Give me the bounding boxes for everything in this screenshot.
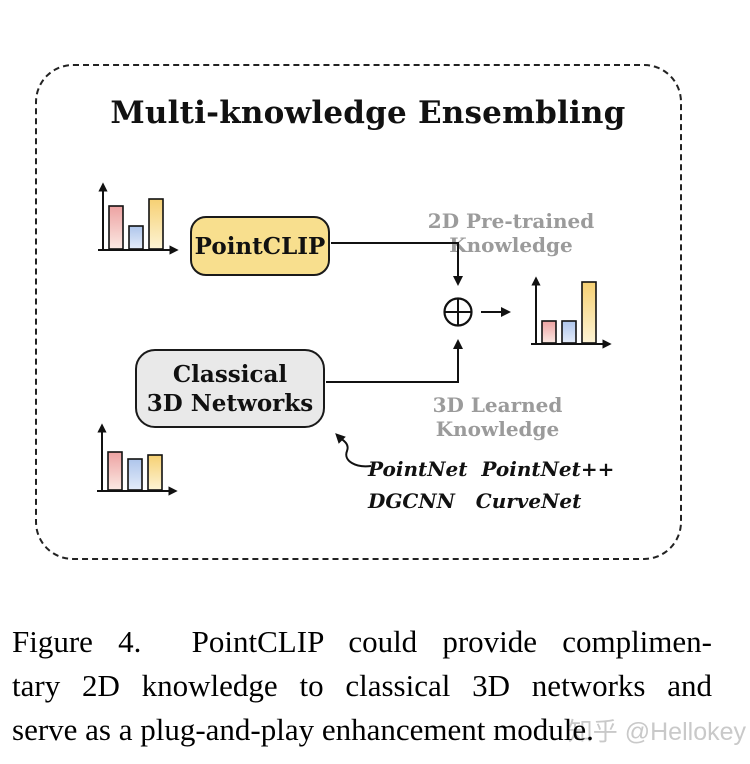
- bar-blue: [128, 225, 144, 250]
- bar-yellow: [147, 454, 163, 491]
- classical-3d-networks-node: Classical 3D Networks: [135, 349, 325, 428]
- figure-panel: [35, 64, 682, 560]
- bar-blue: [561, 320, 577, 344]
- watermark: 知乎 @Hellokey: [567, 718, 746, 746]
- classical-label-line1: Classical: [172, 360, 288, 388]
- bar-chart-ensembled-output-icon: [526, 268, 618, 352]
- bar-chart-3d-features-icon: [92, 415, 184, 499]
- bar-blue: [127, 458, 143, 491]
- bar-pink: [107, 451, 123, 491]
- knowledge-2d-label: 2D Pre-trained Knowledge: [427, 209, 595, 257]
- bar-pink: [541, 320, 557, 344]
- bar-yellow: [148, 198, 164, 250]
- caption-line: tary 2D knowledge to classical 3D networ…: [12, 668, 712, 703]
- caption-line: serve as a plug-and-play enhancement mod…: [12, 712, 594, 747]
- classical-label-line2: 3D Networks: [146, 389, 314, 417]
- bar-chart-2d-features-icon: [93, 174, 185, 258]
- pointclip-node: PointCLIP: [190, 216, 330, 276]
- caption-line: Figure 4. PointCLIP could provide compli…: [12, 624, 712, 659]
- pointclip-label: PointCLIP: [194, 232, 326, 260]
- networks-list-line2: DGCNN CurveNet: [368, 489, 582, 513]
- figure-title: Multi-knowledge Ensembling: [110, 95, 626, 131]
- figure-caption: Figure 4. PointCLIP could provide compli…: [12, 620, 712, 752]
- knowledge-3d-label: 3D Learned Knowledge: [432, 393, 563, 441]
- bar-yellow: [581, 281, 597, 344]
- bar-pink: [108, 205, 124, 250]
- networks-list-line1: PointNet PointNet++: [368, 457, 615, 481]
